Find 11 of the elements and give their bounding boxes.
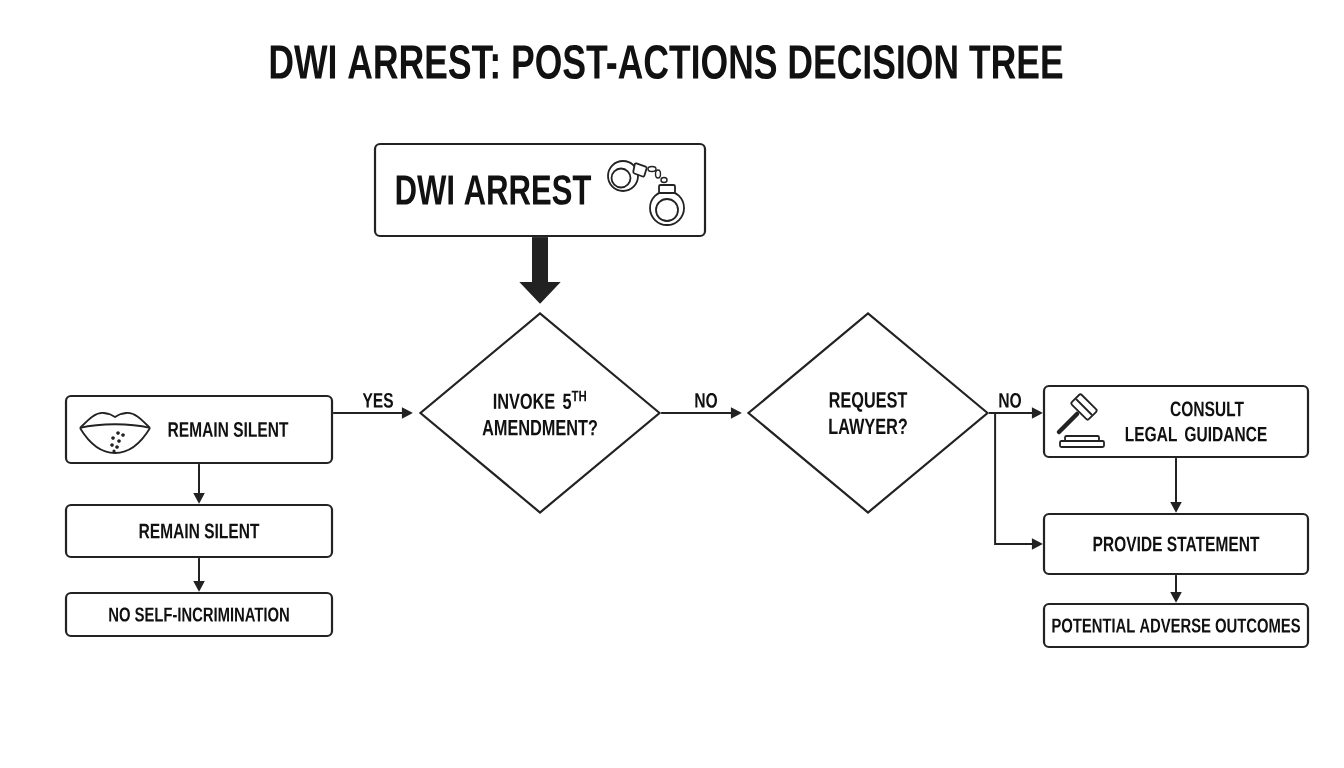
edge-label: NO bbox=[693, 391, 719, 409]
edge-label: NO bbox=[997, 391, 1023, 409]
start-box: DWI ARREST bbox=[373, 142, 707, 238]
title: DWI ARREST: POST-ACTIONS DECISION TREE bbox=[270, 45, 1063, 79]
process-box: CONSULT LEGAL GUIDANCE bbox=[1042, 384, 1310, 459]
process-box: NO SELF-INCRIMINATION bbox=[64, 591, 334, 638]
process-box: REMAIN SILENT bbox=[64, 394, 334, 465]
process-box: PROVIDE STATEMENT bbox=[1042, 512, 1310, 576]
edge-label: YES bbox=[361, 391, 395, 409]
outcome-box: POTENTIAL ADVERSE OUTCOMES bbox=[1042, 602, 1310, 649]
process-box: REMAIN SILENT bbox=[64, 503, 334, 559]
